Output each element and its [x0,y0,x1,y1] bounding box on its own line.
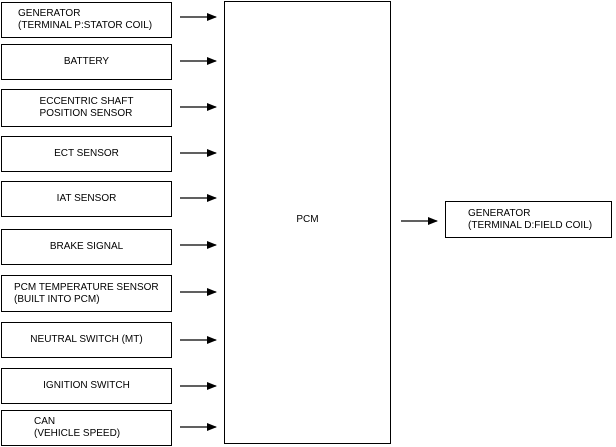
input-label: POSITION SENSOR [39,108,133,119]
pcm-label: PCM [296,214,319,225]
input-label: (BUILT INTO PCM) [14,293,100,305]
input-label: CAN [34,416,56,427]
pcm-block: PCM [224,1,391,444]
input-box-ect-sensor: ECT SENSOR [1,136,172,172]
input-box-ignition-switch: IGNITION SWITCH [1,368,172,404]
input-label: IGNITION SWITCH [43,380,130,391]
input-label: ECCENTRIC SHAFT [39,96,134,107]
input-box-pcm-temperature-sensor: PCM TEMPERATURE SENSOR (BUILT INTO PCM) [1,275,172,312]
input-label: (TERMINAL P:STATOR COIL) [18,20,153,31]
input-box-generator-stator: GENERATOR (TERMINAL P:STATOR COIL) [1,2,172,38]
input-label: ECT SENSOR [54,148,119,159]
input-label: BATTERY [63,56,110,67]
input-label: (VEHICLE SPEED) [34,428,121,439]
output-label: GENERATOR [468,207,531,219]
input-box-can: CAN (VEHICLE SPEED) [1,410,172,446]
input-label: BRAKE SIGNAL [49,241,124,252]
input-label: PCM TEMPERATURE SENSOR [14,281,159,293]
input-label: IAT SENSOR [56,193,117,204]
input-label: GENERATOR [18,8,81,19]
output-label: (TERMINAL D:FIELD COIL) [468,219,593,231]
input-box-brake-signal: BRAKE SIGNAL [1,229,172,265]
input-label: NEUTRAL SWITCH (MT) [30,334,143,345]
input-box-neutral-switch: NEUTRAL SWITCH (MT) [1,322,172,358]
input-box-battery: BATTERY [1,44,172,80]
output-box-generator-field-coil: GENERATOR (TERMINAL D:FIELD COIL) [445,201,612,238]
input-box-iat-sensor: IAT SENSOR [1,181,172,217]
input-box-eccentric-shaft-sensor: ECCENTRIC SHAFT POSITION SENSOR [1,89,172,127]
